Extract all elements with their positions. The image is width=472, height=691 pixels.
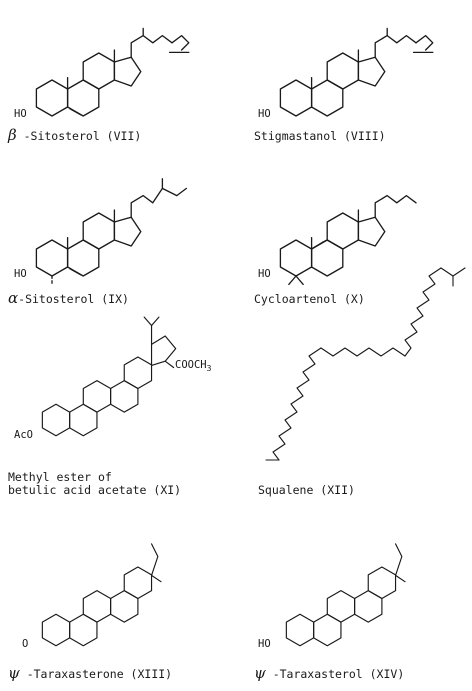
psi-symbol: ψ [8,664,20,682]
hydroxyl-label: HO [258,108,271,120]
structure-psi-taraxasterone [41,543,162,647]
hydroxyl-label: HO [258,268,271,280]
structure-beta-sitosterol [35,27,190,117]
structure-alpha-sitosterol [35,178,188,287]
structure-cycloartenol [279,194,417,286]
carboxymethyl-label: COOCH3 [175,359,212,373]
caption-betulic-line1: Methyl ester of [8,470,112,484]
hydroxyl-label: HO [14,268,27,280]
hydroxyl-label: HO [14,108,27,120]
caption-beta-sitosterol: β -Sitosterol (VII) [7,126,141,144]
structure-psi-taraxasterol [285,543,406,647]
beta-symbol: β [7,126,17,144]
caption-squalene: Squalene (XII) [258,483,355,497]
oxo-label: O [22,638,28,650]
psi-symbol: ψ [254,664,266,682]
structure-stigmastanol [279,27,434,117]
caption-psi-taraxasterone: ψ -Taraxasterone (XIII) [8,664,172,682]
hydroxyl-label: HO [258,638,271,650]
structure-squalene [265,267,466,461]
caption-psi-taraxasterol: ψ -Taraxasterol (XIV) [254,664,404,682]
structure-betulic-acid-acetate [41,316,177,437]
caption-betulic-line2: betulic acid acetate (XI) [8,483,181,497]
caption-stigmastanol: Stigmastanol (VIII) [254,129,386,143]
caption-alpha-sitosterol: α-Sitosterol (IX) [8,289,129,307]
acetoxy-label: AcO [14,429,33,441]
alpha-symbol: α [8,289,18,307]
caption-cycloartenol: Cycloartenol (X) [254,292,365,306]
